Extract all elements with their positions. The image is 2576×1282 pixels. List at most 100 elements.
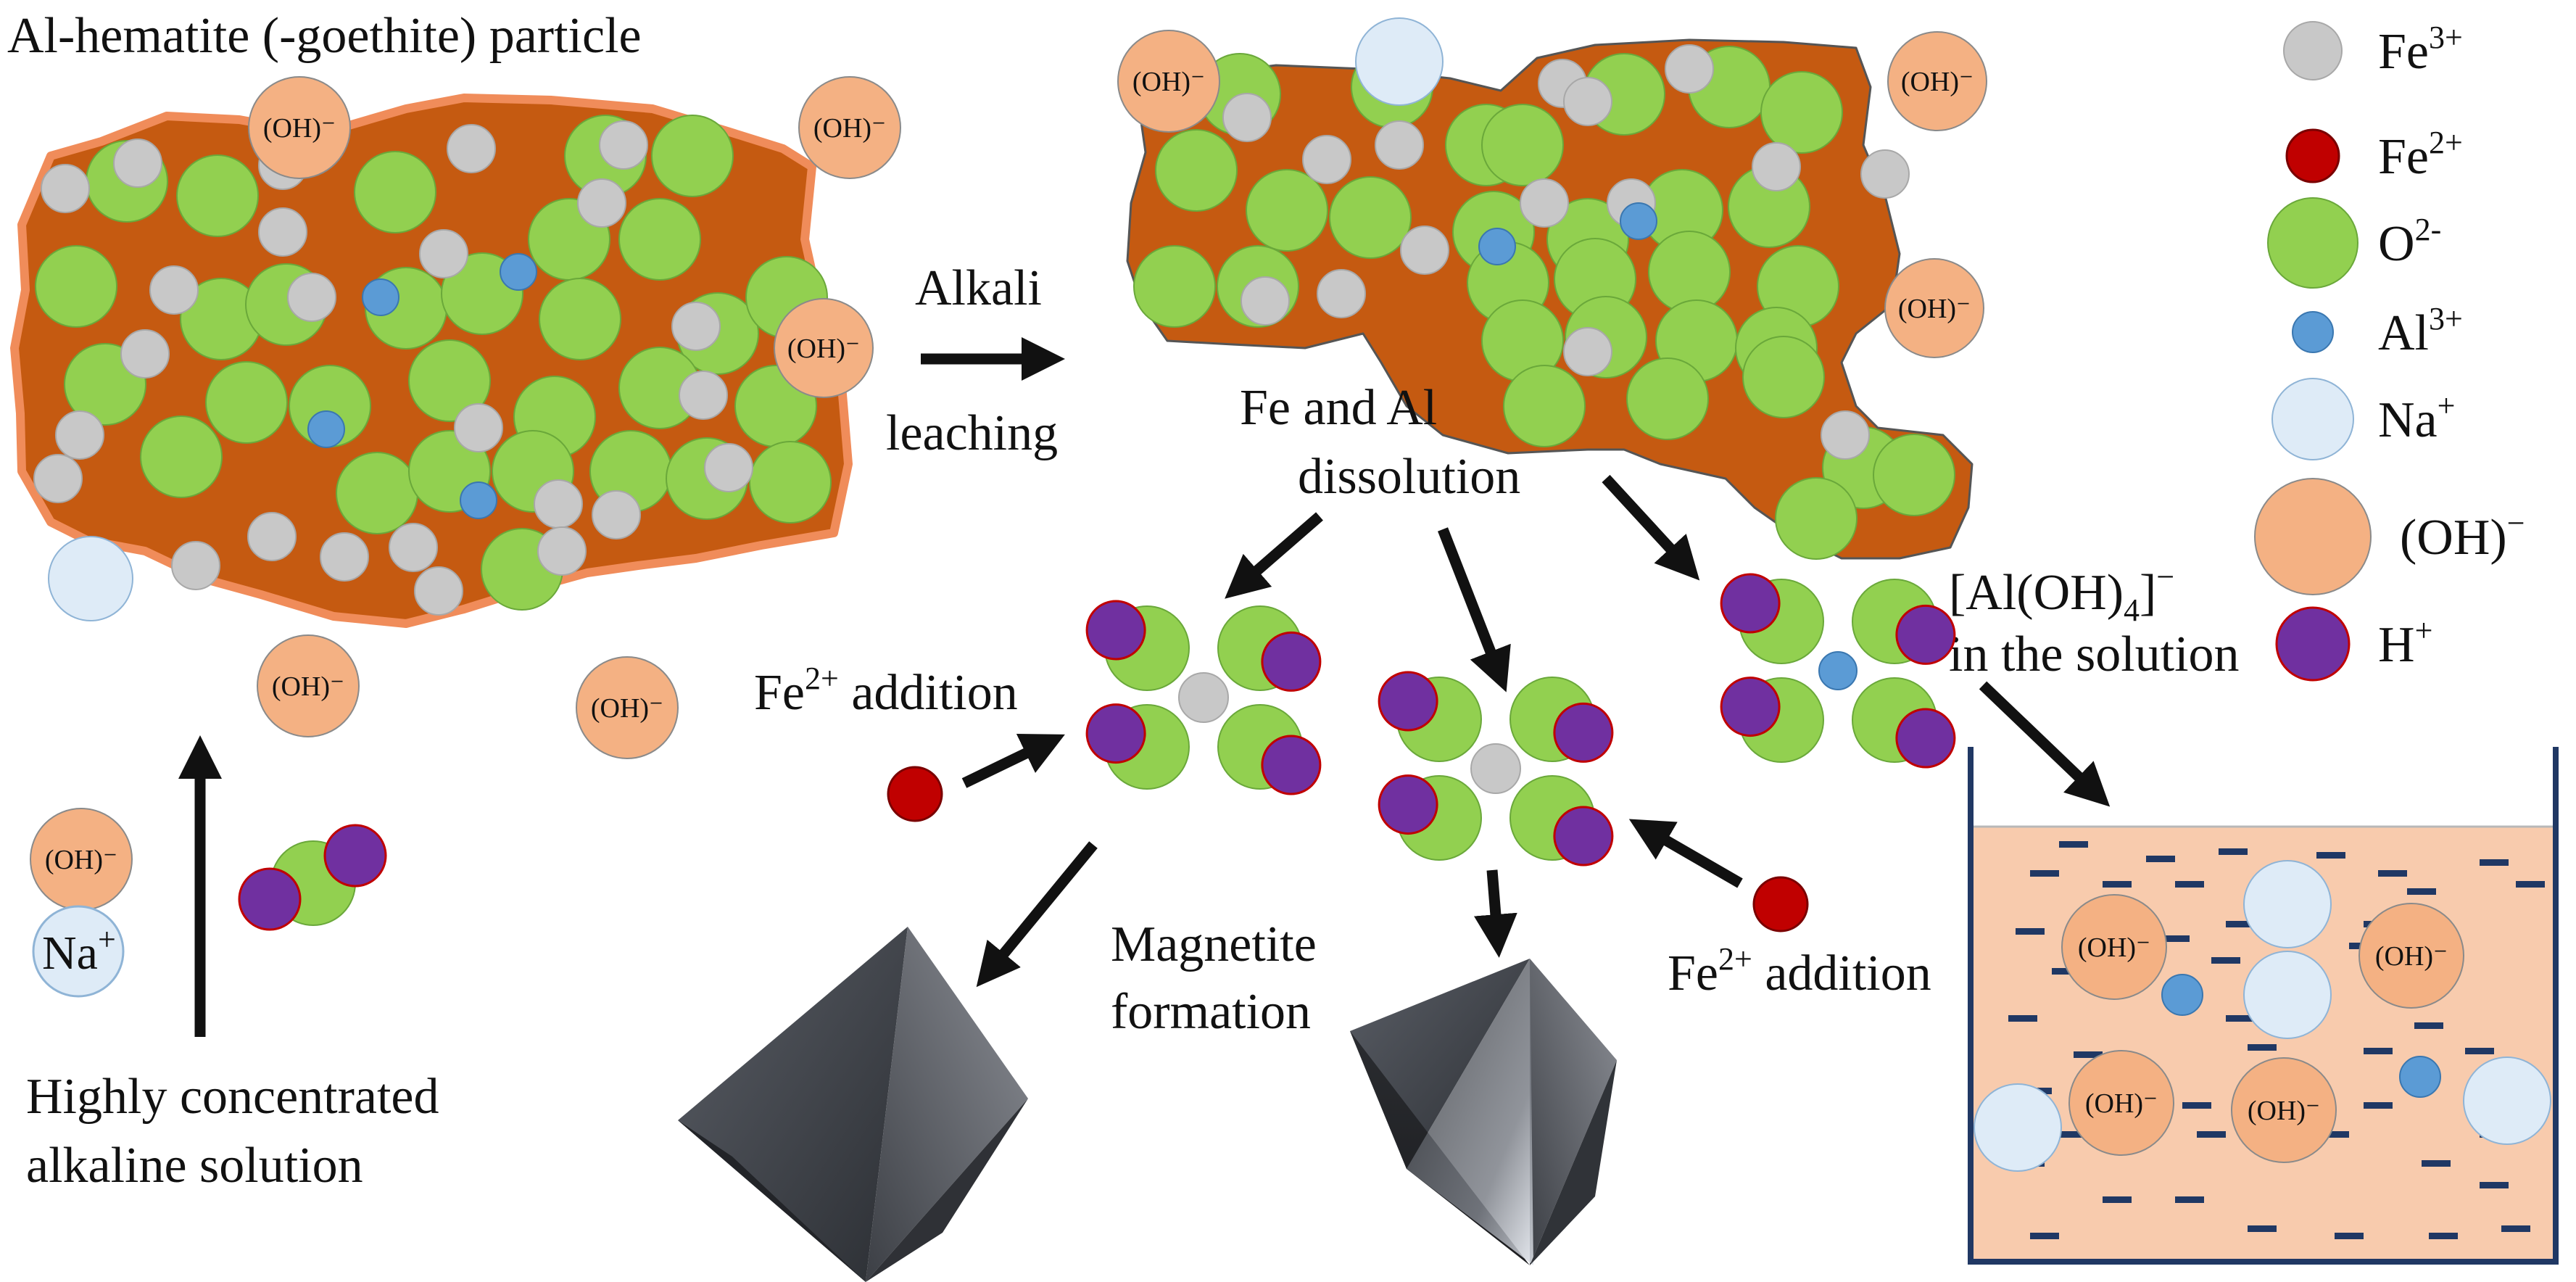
al3-ion: [1620, 202, 1657, 240]
oxygen-atom: [1329, 176, 1412, 259]
fe3-ion: [537, 526, 587, 576]
al3-ion: [1478, 228, 1516, 265]
aluminate-dash: [2480, 1182, 2509, 1188]
fe2-ion-left: [887, 766, 943, 822]
legend-swatch-o2: [2267, 197, 2358, 289]
aluminate-dash: [2175, 881, 2204, 888]
alkaline-label-2: alkaline solution: [26, 1138, 363, 1194]
oh-ion-label: (OH)⁻: [2248, 1096, 2320, 1126]
oh-ion-label: (OH)⁻: [1898, 294, 1971, 324]
oh-ion: [248, 76, 351, 179]
legend-swatch-na: [2271, 378, 2354, 460]
h-ion: [1553, 806, 1614, 867]
fe3-ion: [1665, 44, 1714, 94]
legend: Fe3+ Fe2+ O2- Al3+ Na+ (OH)− H+: [2254, 20, 2525, 682]
oh-ion: [2358, 903, 2464, 1009]
fe3-ion: [55, 410, 104, 460]
fe3-ion: [113, 138, 162, 188]
fe3-ion: [534, 479, 583, 529]
fe3-ion: [419, 229, 468, 278]
al3-ion: [500, 253, 537, 291]
oh-ion-label: (OH)⁻: [2085, 1088, 2158, 1119]
fe3-ion: [33, 454, 83, 503]
aluminate-dash: [2197, 1131, 2226, 1138]
arrow-to-magnetite-right: [1473, 869, 1517, 958]
oh-ion-label: (OH)⁻: [1901, 67, 1974, 97]
fe2-addition-left: Fe2+ addition: [754, 661, 1018, 721]
leached-particle: [1126, 38, 1974, 560]
aluminate-dash: [2161, 935, 2190, 942]
aluminate-dash: [2248, 1044, 2277, 1051]
fe3-ion: [1375, 120, 1424, 170]
fe3-ion: [1178, 672, 1229, 723]
legend-item-na: Na+: [2271, 378, 2455, 460]
na-ion: [48, 536, 133, 621]
solution-ions: (OH)⁻(OH)⁻(OH)⁻(OH)⁻: [1974, 860, 2551, 1172]
oxygen-atom: [1873, 434, 1955, 516]
aluminate-dash: [2429, 1233, 2458, 1239]
aluminate-dash: [2016, 928, 2045, 935]
oh-ion: [257, 634, 360, 737]
fe3-ion: [320, 532, 369, 582]
h-ion: [1261, 735, 1322, 795]
oxygen-atom: [1246, 169, 1328, 252]
fe3-ion: [592, 490, 641, 539]
oxygen-atom: [1626, 357, 1709, 440]
legend-item-fe2: Fe2+: [2285, 125, 2463, 185]
oh-ion-label: (OH)⁻: [591, 693, 663, 724]
legend-item-fe3: Fe3+: [2283, 20, 2463, 80]
oxygen-atom: [618, 198, 701, 281]
oxygen-atom: [1760, 71, 1843, 154]
oh-ion: [1884, 258, 1984, 358]
h-ion: [1895, 604, 1956, 665]
aluminate-dash: [2219, 848, 2248, 855]
fe3-ion: [258, 207, 307, 257]
complexes: [1085, 573, 1956, 867]
aluminate-complex: [1720, 573, 1956, 769]
legend-item-o2: O2-: [2267, 197, 2441, 289]
oh-ion-label: (OH)⁻: [2078, 932, 2150, 963]
magnetite-label-1: Magnetite: [1111, 917, 1317, 972]
legend-item-h: H+: [2275, 606, 2432, 682]
legend-item-oh: (OH)−: [2254, 478, 2525, 595]
aluminate-dash: [2316, 852, 2345, 859]
na-ion: [2243, 951, 2332, 1039]
na-ion-label: Na+: [42, 922, 116, 980]
oxygen-atom: [539, 278, 621, 360]
arrow-fe2-right: [1628, 819, 1743, 888]
arrow-fe2-left: [961, 733, 1065, 788]
aluminate-label: [Al(OH)4]−: [1949, 559, 2174, 628]
oh-ion-label: (OH)⁻: [263, 113, 336, 144]
h-ion: [323, 824, 387, 888]
aluminate-dash: [2175, 1196, 2204, 1203]
h-ion: [238, 867, 302, 931]
aluminate-dash: [2320, 1131, 2349, 1138]
fe-hydroxide-complex-2: [1378, 671, 1614, 867]
particle-atoms: [33, 115, 832, 616]
oh-ion: [1887, 31, 1987, 131]
arrow-to-solution: [1979, 681, 2111, 807]
fe3-ion: [1317, 269, 1366, 318]
aluminate-dash: [2516, 881, 2545, 888]
legend-swatch-h: [2275, 606, 2351, 682]
fe3-ion: [679, 371, 728, 420]
fe3-ion: [389, 523, 438, 572]
particle-title: Al-hematite (-goethite) particle: [7, 8, 642, 64]
dissolution-label-2: dissolution: [1298, 449, 1520, 505]
aluminate-dash: [2030, 870, 2059, 877]
fe3-ion: [414, 566, 463, 616]
aluminate-dash: [2008, 1015, 2037, 1022]
fe3-ion: [149, 265, 199, 315]
h-ion: [1378, 774, 1438, 835]
aluminate-dash: [2103, 881, 2132, 888]
aluminate-dash: [2501, 1225, 2530, 1232]
aluminate-dash: [2335, 1233, 2364, 1239]
hematite-particle: [10, 94, 853, 628]
fe2-addition-right: Fe2+ addition: [1668, 941, 1931, 1001]
oxygen-atom: [1133, 245, 1216, 328]
fe3-ion: [1821, 410, 1870, 460]
legend-label-al3: Al3+: [2378, 301, 2463, 361]
fe3-ion: [171, 541, 220, 590]
legend-label-fe3: Fe3+: [2378, 20, 2463, 80]
